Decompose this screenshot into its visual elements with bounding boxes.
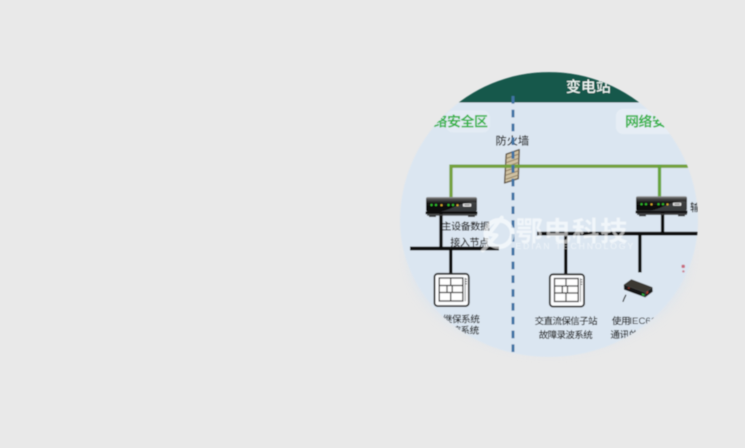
svg-text:EDIAN TECHNOLOGY: EDIAN TECHNOLOGY [516, 241, 636, 251]
